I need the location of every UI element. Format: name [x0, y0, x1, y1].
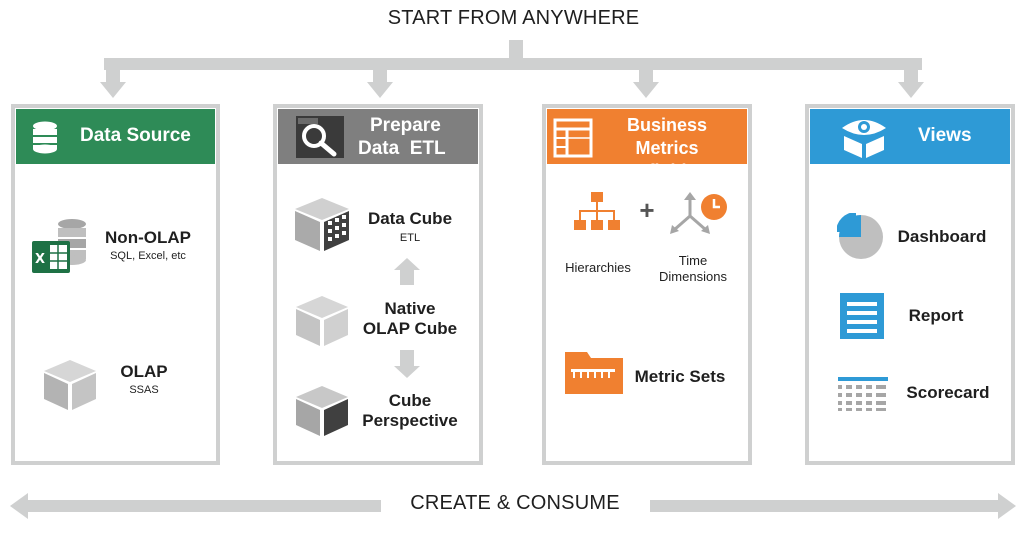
metrics-definition-icon: [553, 118, 593, 158]
olap-label: OLAP: [120, 362, 168, 381]
scorecard-label: Scorecard: [906, 383, 990, 402]
prepare-title-line2: Data ETL: [358, 138, 446, 159]
cube-perspective-line1: Cube: [388, 391, 432, 410]
metric-sets-folder-icon: [565, 352, 623, 394]
time-dimensions-line2: Dimensions: [659, 269, 727, 284]
non-olap-label: Non-OLAP: [105, 228, 191, 247]
olap-sub: SSAS: [129, 384, 159, 396]
magnifier-icon: [296, 116, 344, 158]
hierarchies-label: Hierarchies: [565, 260, 631, 275]
data-source-header: Data Source: [16, 109, 215, 164]
time-dimensions-label: Time Dimensions: [650, 253, 736, 285]
time-dimensions-line1: Time: [678, 253, 708, 268]
cube-perspective-line2: Perspective: [362, 411, 458, 430]
report-list-icon: [840, 293, 884, 339]
views-header: Views: [810, 109, 1010, 164]
svg-text:X: X: [35, 252, 45, 267]
hierarchy-icon: [574, 192, 620, 230]
data-source-panel: [11, 104, 220, 465]
data-cube-icon: [295, 198, 349, 251]
data-cube-sub: ETL: [399, 232, 421, 244]
views-panel: [805, 104, 1015, 465]
native-olap-label: Native OLAP Cube: [358, 299, 462, 339]
report-label: Report: [908, 306, 964, 325]
metrics-title-line1: Business Metrics: [626, 115, 708, 158]
olap-cube-icon: [44, 360, 96, 410]
time-dimensions-icon: [670, 192, 727, 234]
metrics-header: Business Metrics Definition: [547, 109, 747, 181]
top-title: START FROM ANYWHERE: [387, 7, 640, 29]
eye-cube-icon: [842, 120, 886, 158]
data-cube-label: Data Cube: [367, 209, 453, 228]
native-olap-line2: OLAP Cube: [362, 319, 458, 338]
native-olap-cube-icon: [296, 296, 348, 346]
views-title: Views: [918, 125, 972, 146]
metrics-title-line2: Definition: [625, 161, 709, 181]
prepare-title-line1: Prepare: [370, 115, 441, 136]
scorecard-icon: [838, 377, 888, 411]
metrics-panel: [542, 104, 752, 465]
cube-perspective-icon: [296, 386, 348, 436]
pie-chart-icon: [837, 213, 883, 259]
excel-database-icon: X: [32, 216, 92, 276]
native-olap-line1: Native: [384, 299, 436, 318]
cube-perspective-label: Cube Perspective: [358, 391, 462, 431]
plus-sign: +: [639, 195, 655, 225]
data-source-title: Data Source: [80, 125, 191, 146]
bottom-title: CREATE & CONSUME: [410, 492, 620, 514]
dashboard-label: Dashboard: [897, 227, 987, 246]
non-olap-sub: SQL, Excel, etc: [110, 250, 186, 262]
database-icon: [33, 121, 57, 154]
metric-sets-label: Metric Sets: [634, 367, 726, 386]
prepare-header: Prepare Data ETL: [278, 109, 478, 164]
